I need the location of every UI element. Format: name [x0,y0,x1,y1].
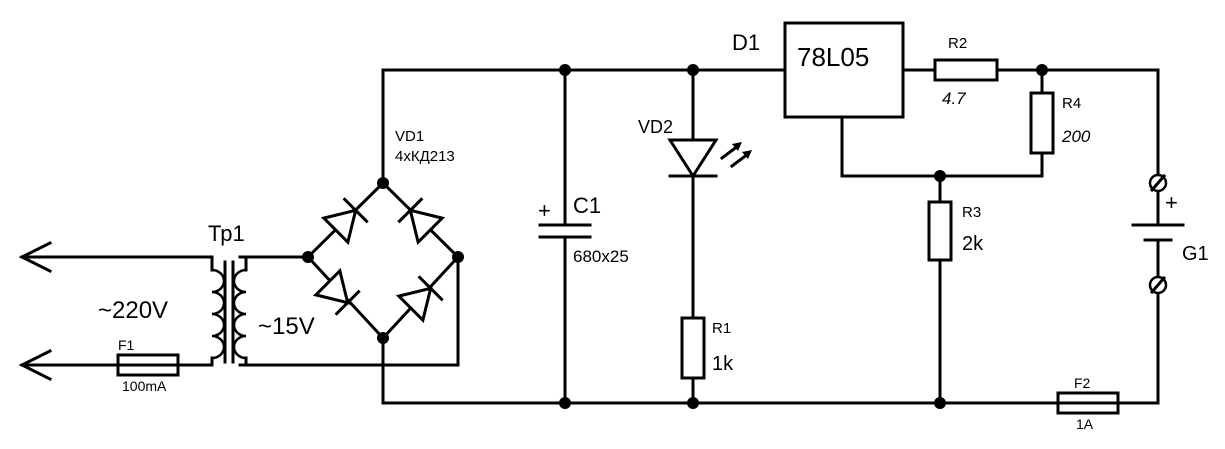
resistor-r1: R1 1k [680,316,734,380]
r1-value: 1k [712,353,734,375]
input-terminals [18,240,53,382]
capacitor-value: 680x25 [573,247,629,266]
resistor-r2: R2 4.7 [933,35,999,108]
fuse-f2-rating: 1A [1076,416,1094,432]
secondary-voltage-label: ~15V [258,313,315,340]
r2-ref: R2 [948,35,967,52]
r4-ref: R4 [1062,95,1081,112]
regulator-d1: 78L05 D1 [732,21,905,119]
diode-bridge: VD1 4хКД213 [305,128,461,341]
battery-ref: G1 [1182,243,1209,265]
resistor-r3: R3 2k [927,200,984,262]
led-ref: VD2 [638,117,673,137]
r3-ref: R3 [962,204,981,221]
capacitor-polarity: + [538,198,551,223]
battery-polarity: + [1165,190,1178,215]
primary-voltage-label: ~220V [98,297,168,324]
resistor-r4: R4 200 [1029,91,1091,155]
capacitor-ref: C1 [573,193,601,218]
r3-value: 2k [962,233,984,255]
fuse-f1: F1 100mA [116,337,180,394]
regulator-ref: D1 [732,30,760,55]
r1-ref: R1 [712,320,731,337]
bridge-part: 4хКД213 [395,148,455,165]
transformer: Тр1 ~220V ~15V [98,221,315,367]
r2-value: 4.7 [942,89,966,108]
fuse-f1-rating: 100mA [122,378,167,394]
led-vd2: VD2 [638,117,752,179]
r4-value: 200 [1061,127,1091,146]
battery-g1: + G1 [1131,173,1209,295]
fuse-f2-ref: F2 [1074,375,1091,391]
transformer-label: Тр1 [208,221,245,246]
fuse-f2: F2 1A [1056,375,1120,432]
regulator-part: 78L05 [797,42,869,72]
fuse-f1-ref: F1 [118,337,135,353]
wiring [20,68,1160,405]
bridge-ref: VD1 [395,128,424,145]
capacitor-c1: + C1 680x25 [538,193,629,266]
